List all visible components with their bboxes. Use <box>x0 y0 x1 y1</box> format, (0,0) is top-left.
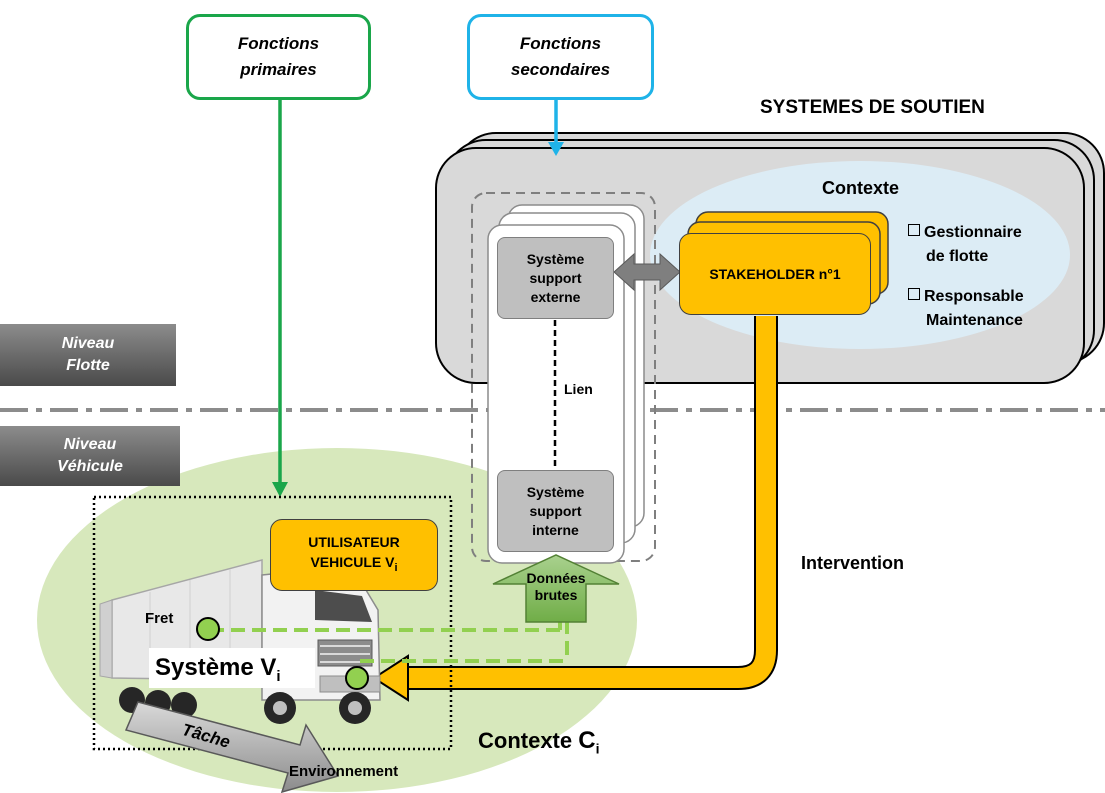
fleet-level-box <box>0 324 176 386</box>
vehicle-user-subscript: i <box>394 561 398 574</box>
external-support-line2: support <box>529 269 582 286</box>
fleet-level-label: Niveau Flotte <box>0 324 176 386</box>
external-support-line3: externe <box>530 288 581 305</box>
role-maintenance-line2: Maintenance <box>926 312 1023 329</box>
vehicle-user-line1: UTILISATEUR <box>308 534 400 551</box>
fret-label: Fret <box>145 610 174 627</box>
environment-label: Environnement <box>289 763 399 780</box>
context-label: Contexte <box>822 178 900 198</box>
vehicle-level-line1: Niveau <box>63 436 117 453</box>
role-maintenance-cont: Maintenance <box>926 310 1023 332</box>
system-sensor-dot <box>345 666 369 690</box>
checkbox-icon <box>908 224 920 236</box>
stakeholder-box: STAKEHOLDER n°1 <box>679 233 871 315</box>
context-ci-symbol: C <box>578 727 596 754</box>
internal-support-line2: support <box>529 502 582 519</box>
system-vi-text: Système V <box>155 654 277 681</box>
internal-support-line3: interne <box>532 521 579 538</box>
vehicle-user-line2-text: VEHICULE V <box>310 554 395 571</box>
raw-data-line2: brutes <box>534 587 578 603</box>
primary-functions-box: Fonctions primaires <box>186 14 371 100</box>
context-ci-text: Contexte <box>478 728 573 753</box>
vehicle-level-box <box>0 426 180 486</box>
fleet-level-line2: Flotte <box>66 357 110 374</box>
internal-support-line1: Système <box>526 483 585 500</box>
role-maintenance: Responsable <box>908 286 1024 308</box>
secondary-functions-line1: Fonctions <box>519 34 602 53</box>
secondary-functions-box: Fonctions secondaires <box>467 14 654 100</box>
vehicle-frame <box>92 495 453 751</box>
vehicle-user-line2: VEHICULE Vi <box>271 552 437 578</box>
vehicle-user-box: UTILISATEUR VEHICULE Vi <box>270 519 438 591</box>
raw-data-label: Données brutes <box>515 570 597 604</box>
secondary-functions-line2: secondaires <box>510 60 611 79</box>
system-vi-label: Système Vi <box>149 648 315 688</box>
vehicle-level-line2: Véhicule <box>57 458 123 475</box>
checkbox-icon <box>908 288 920 300</box>
intervention-label: Intervention <box>801 553 905 573</box>
task-arrow <box>124 701 340 793</box>
role-fleet-manager-line2: de flotte <box>926 248 989 265</box>
fret-sensor-dot <box>196 617 220 641</box>
internal-support-box: Système support interne <box>497 470 614 552</box>
role-fleet-manager-cont: de flotte <box>926 246 988 268</box>
primary-functions-line2: primaires <box>240 60 317 79</box>
raw-data-line1: Données <box>526 570 586 586</box>
role-maintenance-line1: Responsable <box>924 288 1024 305</box>
vehicle-level-label: Niveau Véhicule <box>0 426 180 486</box>
context-ci-subscript: i <box>595 740 600 757</box>
context-ci-label: Contexte Ci <box>478 727 599 762</box>
system-vi-subscript: i <box>276 667 281 685</box>
raw-data-arrow <box>492 554 620 623</box>
primary-functions-line1: Fonctions <box>237 34 320 53</box>
role-fleet-manager-line1: Gestionnaire <box>924 224 1022 241</box>
support-systems-title: SYSTEMES DE SOUTIEN <box>760 97 985 118</box>
link-label: Lien <box>564 381 593 397</box>
external-support-line1: Système <box>526 250 585 267</box>
external-support-box: Système support externe <box>497 237 614 319</box>
fleet-level-line1: Niveau <box>61 335 115 352</box>
stakeholder-label: STAKEHOLDER n°1 <box>709 266 841 282</box>
role-fleet-manager: Gestionnaire <box>908 222 1022 244</box>
